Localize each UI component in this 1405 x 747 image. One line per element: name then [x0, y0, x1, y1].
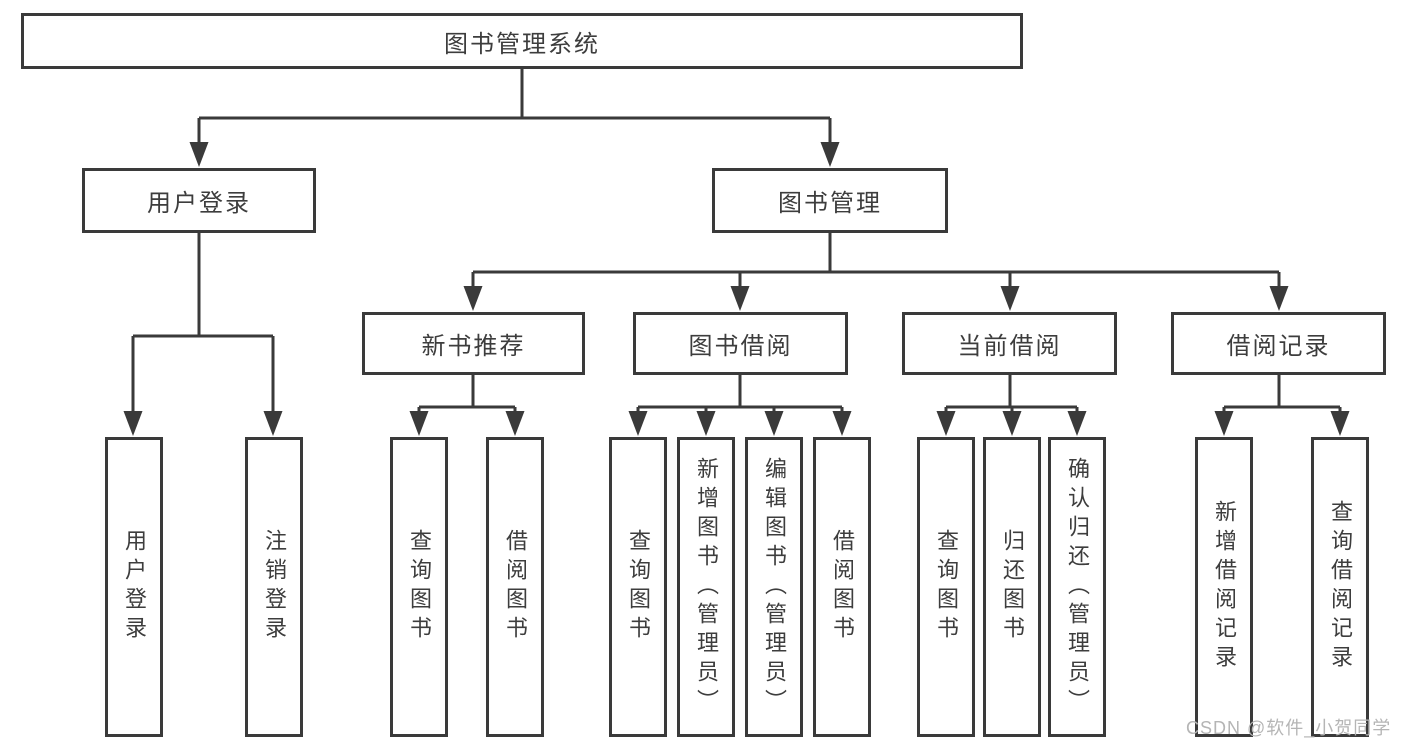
- node-label: 图书管理系统: [444, 30, 600, 58]
- leaf-confirm-return-admin: 确认归还（管理员）: [1048, 437, 1106, 737]
- leaf-label: 归还图书: [1000, 529, 1025, 645]
- leaf-user-login: 用户登录: [105, 437, 163, 737]
- leaf-query-books-borrow: 查询图书: [609, 437, 667, 737]
- leaf-label: 查询图书: [407, 529, 432, 645]
- leaf-borrow-books: 借阅图书: [813, 437, 871, 737]
- leaf-label: 查询图书: [934, 529, 959, 645]
- leaf-edit-books-admin: 编辑图书（管理员）: [745, 437, 803, 737]
- node-label: 当前借阅: [957, 333, 1062, 360]
- leaf-label: 借阅图书: [830, 529, 855, 645]
- leaf-query-books-recommend: 查询图书: [390, 437, 448, 737]
- leaf-label: 用户登录: [122, 529, 147, 645]
- leaf-label: 借阅图书: [503, 529, 528, 645]
- leaf-label: 查询借阅记录: [1328, 500, 1353, 674]
- node-label: 图书管理: [778, 190, 882, 217]
- leaf-label: 确认归还（管理员）: [1065, 456, 1090, 718]
- arrowheads: [123, 142, 1350, 436]
- node-label: 新书推荐: [421, 333, 526, 360]
- node-label: 用户登录: [147, 190, 251, 217]
- leaf-label: 注销登录: [262, 529, 287, 645]
- leaf-borrow-books-recommend: 借阅图书: [486, 437, 544, 737]
- leaf-return-books: 归还图书: [983, 437, 1041, 737]
- csdn-watermark: CSDN @软件_小贺同学: [1186, 718, 1392, 738]
- node-new-book-recommend: 新书推荐: [362, 312, 585, 375]
- leaf-label: 新增图书（管理员）: [694, 456, 719, 718]
- leaf-add-borrow-record: 新增借阅记录: [1195, 437, 1253, 737]
- leaf-label: 新增借阅记录: [1212, 500, 1237, 674]
- leaf-add-books-admin: 新增图书（管理员）: [677, 437, 735, 737]
- node-borrow-records: 借阅记录: [1171, 312, 1386, 375]
- leaf-label: 查询图书: [626, 529, 651, 645]
- node-book-borrow: 图书借阅: [633, 312, 848, 375]
- leaf-label: 编辑图书（管理员）: [762, 456, 787, 718]
- node-label: 借阅记录: [1226, 333, 1331, 360]
- leaf-logout: 注销登录: [245, 437, 303, 737]
- node-book-management: 图书管理: [712, 168, 948, 233]
- leaf-query-borrow-record: 查询借阅记录: [1311, 437, 1369, 737]
- node-system-root: 图书管理系统: [21, 13, 1023, 69]
- node-current-borrow: 当前借阅: [902, 312, 1117, 375]
- node-user-login: 用户登录: [82, 168, 316, 233]
- node-label: 图书借阅: [688, 333, 793, 360]
- leaf-query-books-current: 查询图书: [917, 437, 975, 737]
